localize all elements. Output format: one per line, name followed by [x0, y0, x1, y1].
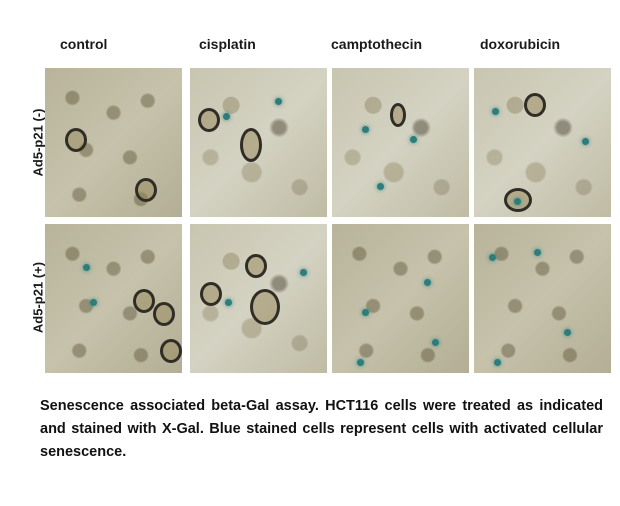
cell	[153, 302, 175, 326]
row-label-p21-plus: Ad5-p21 (+)	[30, 261, 46, 334]
stained-cell	[223, 113, 230, 120]
micrograph-cisplatin-p21-plus	[190, 224, 327, 373]
stained-cell	[492, 108, 499, 115]
cell	[198, 108, 220, 132]
cell	[504, 188, 532, 212]
micrograph-cisplatin-p21-minus	[190, 68, 327, 217]
stained-cell	[514, 198, 521, 205]
cell	[240, 128, 262, 162]
cell	[250, 289, 280, 325]
stained-cell	[83, 264, 90, 271]
column-label-cisplatin: cisplatin	[199, 36, 256, 52]
stained-cell	[424, 279, 431, 286]
column-label-camptothecin: camptothecin	[331, 36, 423, 52]
micrograph-control-p21-minus	[45, 68, 182, 217]
micrograph-control-p21-plus	[45, 224, 182, 373]
cell	[160, 339, 182, 363]
stained-cell	[489, 254, 496, 261]
stained-cell	[275, 98, 282, 105]
cell	[245, 254, 267, 278]
cell	[200, 282, 222, 306]
stained-cell	[410, 136, 417, 143]
cell	[133, 289, 155, 313]
stained-cell	[362, 126, 369, 133]
cell	[65, 128, 87, 152]
stained-cell	[494, 359, 501, 366]
stained-cell	[357, 359, 364, 366]
column-label-control: control	[60, 36, 108, 52]
cell	[524, 93, 546, 117]
cell	[390, 103, 406, 127]
stained-cell	[564, 329, 571, 336]
stained-cell	[90, 299, 97, 306]
stained-cell	[225, 299, 232, 306]
stained-cell	[582, 138, 589, 145]
stained-cell	[432, 339, 439, 346]
figure-caption: Senescence associated beta-Gal assay. HC…	[40, 398, 603, 460]
micrograph-camptothecin-p21-plus	[332, 224, 469, 373]
cell	[135, 178, 157, 202]
stained-cell	[377, 183, 384, 190]
stained-cell	[362, 309, 369, 316]
micrograph-camptothecin-p21-minus	[332, 68, 469, 217]
micrograph-doxorubicin-p21-plus	[474, 224, 611, 373]
micrograph-doxorubicin-p21-minus	[474, 68, 611, 217]
column-label-doxorubicin: doxorubicin	[480, 36, 561, 52]
row-label-p21-minus: Ad5-p21 (-)	[30, 108, 46, 177]
stained-cell	[534, 249, 541, 256]
stained-cell	[300, 269, 307, 276]
